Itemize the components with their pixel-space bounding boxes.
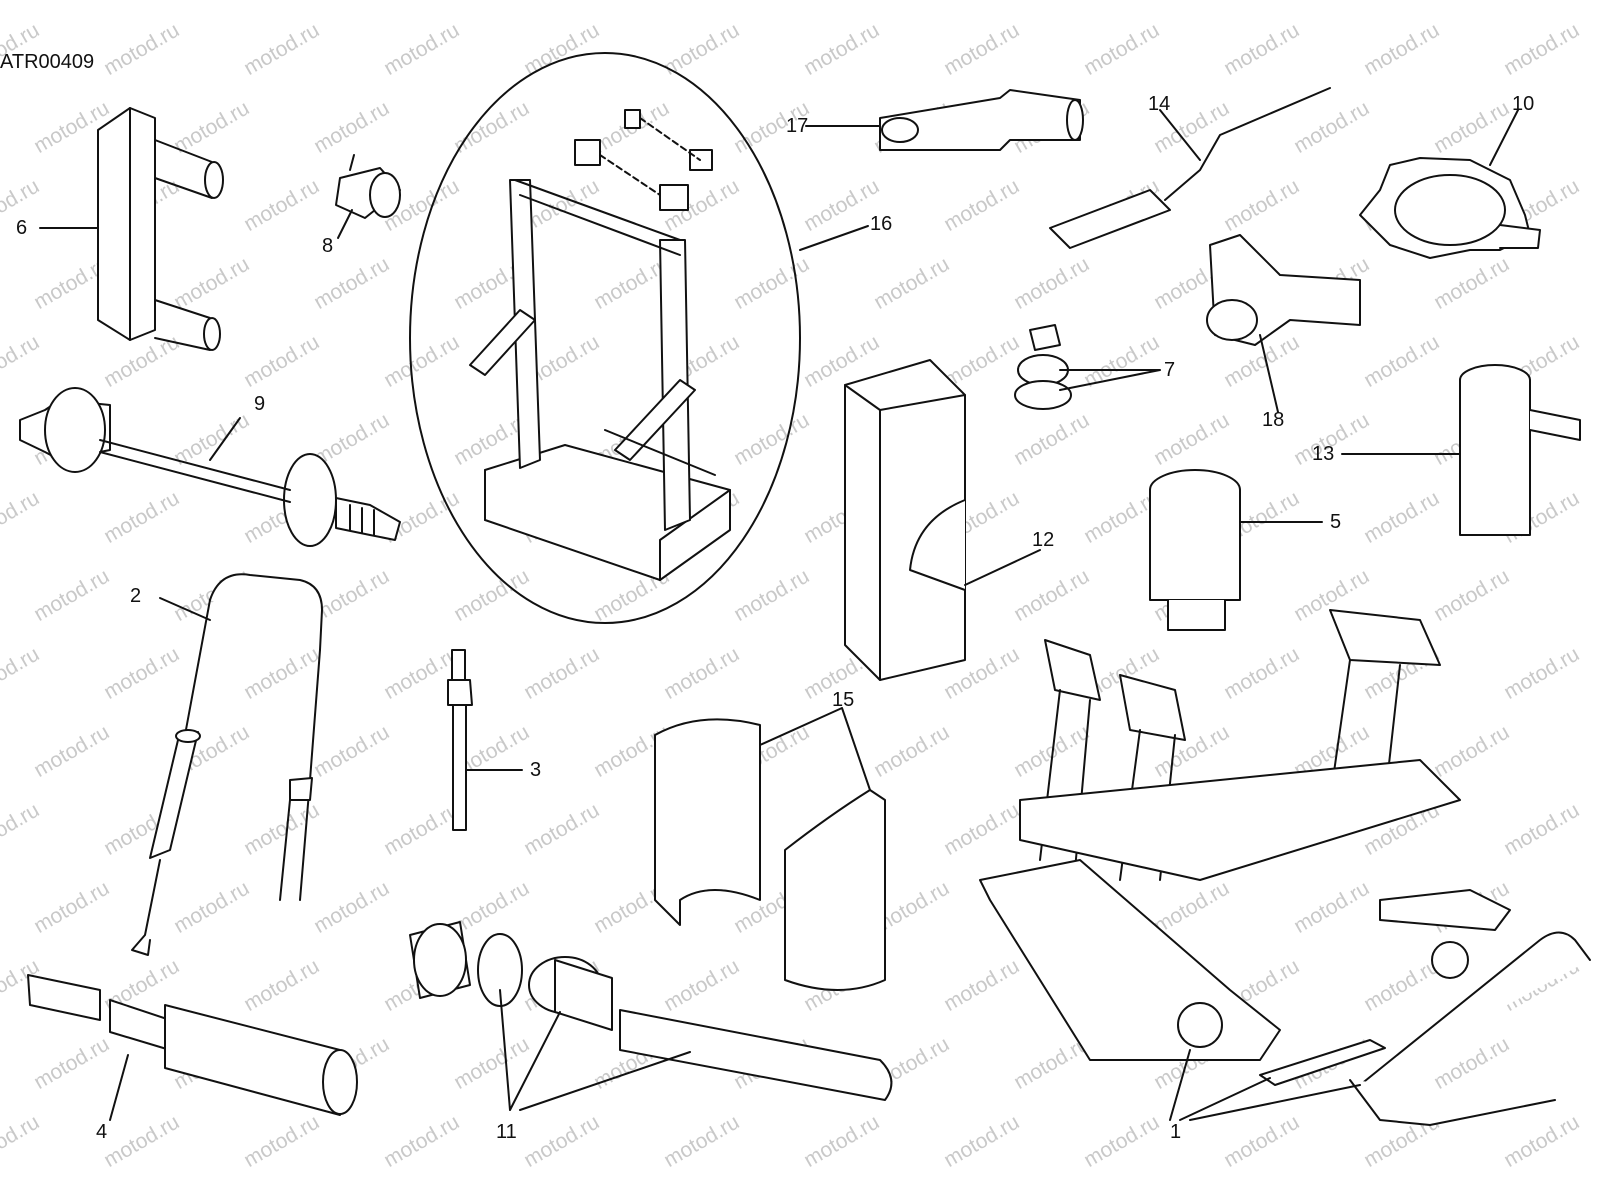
tool-13-long-socket <box>1460 365 1580 535</box>
leader-lines <box>40 110 1518 1120</box>
tool-17-socket-key <box>880 90 1083 150</box>
tool-8-sleeve <box>336 155 400 218</box>
callout-4: 4 <box>96 1121 108 1143</box>
tool-10-ring-spanner <box>1360 158 1540 258</box>
tool-2-gauge <box>132 574 322 955</box>
callout-14: 14 <box>1148 93 1171 115</box>
callout-10: 10 <box>1512 93 1535 115</box>
tool-11-bearing-driver <box>410 922 891 1100</box>
tool-4-driver <box>28 975 357 1115</box>
callout-2: 2 <box>130 585 142 607</box>
callout-9: 9 <box>254 393 266 415</box>
callout-7: 7 <box>1164 359 1176 381</box>
callout-17: 17 <box>786 115 809 137</box>
tool-14-wire-tool <box>1050 88 1330 248</box>
callout-6: 6 <box>16 217 28 239</box>
drawing-code: ATR00409 <box>0 51 95 73</box>
tool-3-pin <box>448 650 472 830</box>
tool-16-fork-stand <box>410 53 800 623</box>
callout-11: 11 <box>496 1121 517 1143</box>
callout-5: 5 <box>1330 511 1342 533</box>
callout-12: 12 <box>1032 529 1055 551</box>
callout-1: 1 <box>1170 1121 1182 1143</box>
tool-7-adapter <box>1015 325 1071 409</box>
tool-1-stand-and-jack <box>980 610 1590 1125</box>
callout-13: 13 <box>1312 443 1335 465</box>
callout-8: 8 <box>322 235 334 257</box>
tool-9-slide-hammer <box>20 388 400 546</box>
callout-18: 18 <box>1262 409 1285 431</box>
tool-5-socket <box>1150 470 1240 630</box>
tool-6-puller-frame <box>98 108 223 350</box>
callout-16: 16 <box>870 213 893 235</box>
callout-15: 15 <box>832 689 855 711</box>
tool-12-block <box>845 360 965 680</box>
tool-15-half-shells <box>655 719 885 990</box>
tool-18-elbow-socket <box>1207 235 1360 345</box>
callout-3: 3 <box>530 759 542 781</box>
